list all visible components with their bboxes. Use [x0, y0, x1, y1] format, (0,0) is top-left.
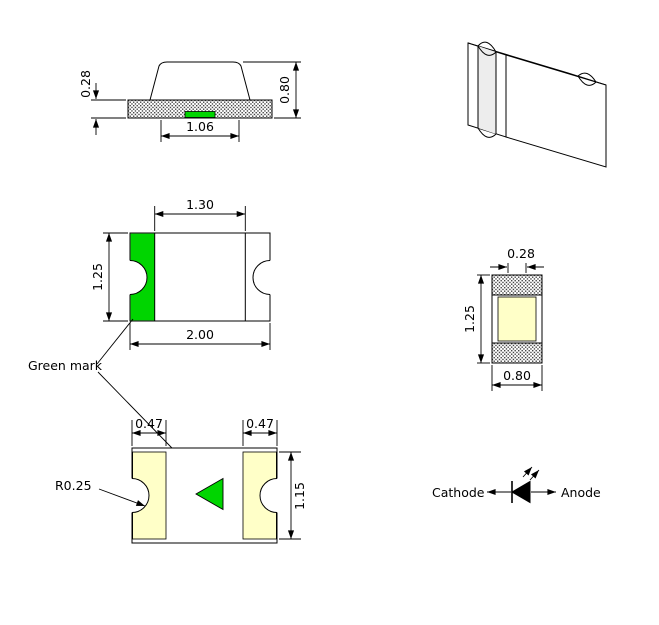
- polarity-triangle: [195, 477, 224, 511]
- side-view: 0.28 0.80 1.06: [78, 61, 301, 142]
- end-metallization-bottom: [491, 342, 543, 364]
- emission-arrow-icon: [529, 469, 540, 481]
- dim-end-height: [477, 274, 490, 364]
- dim-side-thickness: [91, 83, 126, 135]
- emission-arrow-icon: [522, 466, 533, 478]
- top-notch-left: [129, 260, 148, 295]
- iso-groove-opening-arc: [477, 41, 497, 53]
- green-mark-label: Green mark: [28, 358, 103, 373]
- dim-end-notch-text: 0.28: [507, 246, 535, 261]
- end-view: 0.28 1.25 0.80: [462, 246, 544, 391]
- dim-bottom-pad-left: [131, 420, 167, 446]
- diode-triangle-icon: [511, 480, 531, 504]
- dim-side-thickness-text: 0.28: [78, 70, 93, 98]
- side-substrate: [127, 99, 273, 119]
- iso-right-notch-arc: [577, 75, 597, 86]
- dim-side-base-text: 1.06: [186, 119, 214, 134]
- dim-top-length: [129, 323, 271, 350]
- dim-bottom-pad-length: [279, 451, 301, 540]
- dim-end-height-text: 1.25: [462, 305, 477, 333]
- side-lens: [149, 61, 251, 101]
- top-view: 1.30 1.25 2.00 Green mark: [28, 197, 272, 483]
- dim-bottom-pad-right: [242, 420, 278, 446]
- dim-side-base: [160, 120, 240, 142]
- dim-bottom-pad-right-text: 0.47: [246, 416, 274, 431]
- dim-end-width-text: 0.80: [503, 368, 531, 383]
- isometric-view: [467, 41, 607, 168]
- led-symbol: Cathode Anode: [432, 466, 601, 504]
- cathode-label: Cathode: [432, 485, 485, 500]
- iso-groove: [478, 46, 496, 134]
- radius-leader: [98, 488, 146, 507]
- dim-side-height-text: 0.80: [277, 76, 292, 104]
- bottom-notch-right: [259, 478, 278, 513]
- dim-bottom-pad-left-text: 0.47: [135, 416, 163, 431]
- side-green-mark: [184, 111, 216, 118]
- top-notch-right: [252, 260, 271, 295]
- dim-top-inner: [154, 206, 246, 231]
- anode-label: Anode: [561, 485, 601, 500]
- dim-bottom-pad-length-text: 1.15: [292, 482, 307, 510]
- iso-groove-bottom-arc: [477, 127, 497, 138]
- iso-right-notch-arc-top: [577, 72, 597, 83]
- dim-side-height: [243, 61, 301, 119]
- green-mark-leader-top: [96, 318, 134, 365]
- iso-side-face: [505, 54, 607, 168]
- iso-groove-top-arc: [477, 45, 497, 56]
- dim-top-width-text: 1.25: [90, 263, 105, 291]
- dim-end-notch: [490, 263, 544, 273]
- bottom-view: 0.47 0.47 R0.25 1.15: [55, 416, 307, 544]
- dim-radius-text: R0.25: [55, 478, 92, 493]
- dim-top-length-text: 2.00: [186, 327, 214, 342]
- end-metallization-top: [491, 274, 543, 296]
- dim-end-width: [491, 365, 543, 391]
- end-body-center: [497, 296, 537, 342]
- dim-top-inner-text: 1.30: [186, 197, 214, 212]
- dim-top-width: [103, 232, 128, 322]
